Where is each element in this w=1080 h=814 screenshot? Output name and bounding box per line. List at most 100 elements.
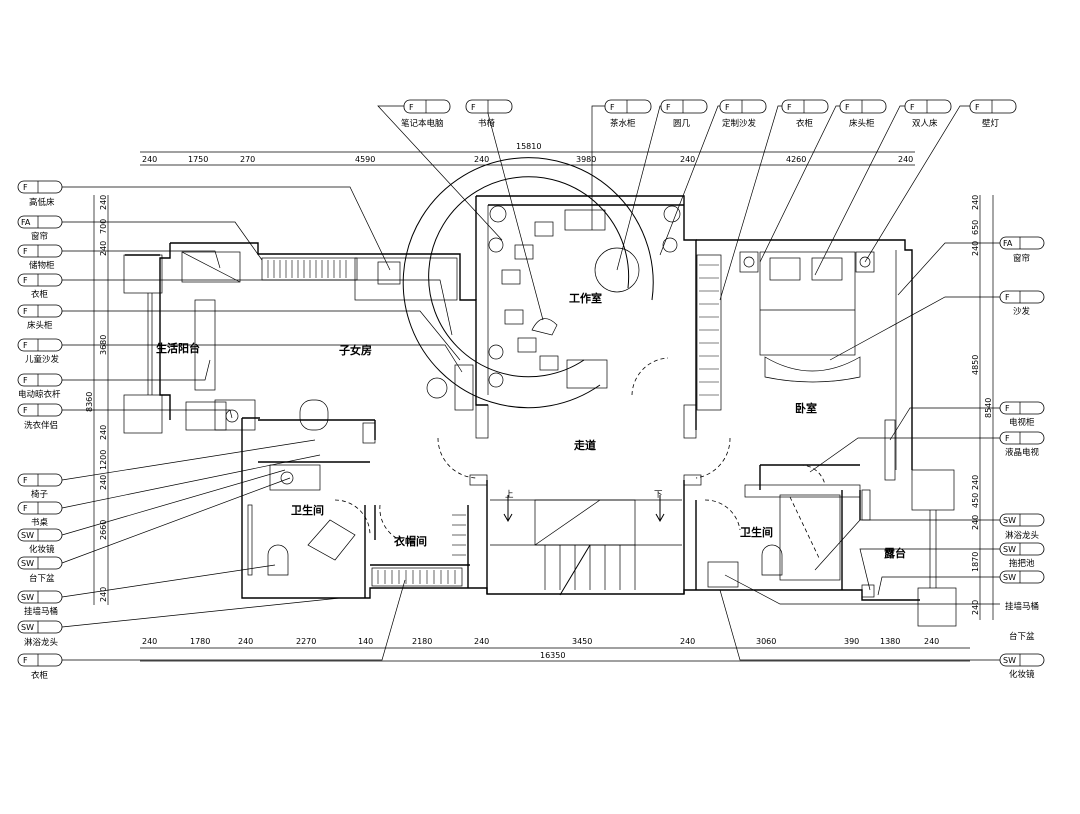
tag-label: 洗衣伴侣 xyxy=(24,420,58,431)
tag-code: SW xyxy=(21,531,34,540)
tag-code: F xyxy=(23,376,28,385)
dim-bottom: 1780 xyxy=(190,637,210,646)
dim-left: 240 xyxy=(99,425,108,440)
tag-left-shower-faucet: SW 淋浴龙头 xyxy=(17,620,63,648)
tag-code: F xyxy=(23,276,28,285)
tag-label: 挂墙马桶 xyxy=(1005,601,1039,612)
dim-top: 240 xyxy=(474,155,489,164)
tag-left-undercounter-basin: SW 台下盆 xyxy=(17,556,63,584)
dim-bottom: 1380 xyxy=(880,637,900,646)
dim-top: 3980 xyxy=(576,155,596,164)
room-label-closet: 衣帽间 xyxy=(394,534,427,548)
tag-code: F xyxy=(23,307,28,316)
dim-right: 450 xyxy=(971,493,980,508)
tag-label: 化妆镜 xyxy=(29,544,55,555)
tag-label: 衣柜 xyxy=(796,118,814,129)
dim-left: 700 xyxy=(99,219,108,234)
tag-left-bunk-bed: F 高低床 xyxy=(17,180,63,208)
tag-label: 书桌 xyxy=(31,517,49,528)
dim-top: 270 xyxy=(240,155,255,164)
tag-label: 台下盆 xyxy=(1009,631,1035,642)
dim-top: 4590 xyxy=(355,155,375,164)
tag-code: SW xyxy=(21,623,34,632)
dim-bottom: 3450 xyxy=(572,637,592,646)
tag-left-desk: F 书桌 xyxy=(17,501,63,528)
tag-label: 衣柜 xyxy=(31,670,49,681)
tag-left-vanity-mirror: SW 化妆镜 xyxy=(17,528,63,555)
tags-right: FA 窗帘 F 沙发 F 电视柜 F 液晶电视 SW 淋浴龙头 xyxy=(999,236,1045,680)
dim-bottom: 240 xyxy=(474,637,489,646)
tag-label: 书椅 xyxy=(478,118,496,129)
tag-label: 双人床 xyxy=(912,118,938,129)
dim-left: 240 xyxy=(99,195,108,210)
tag-right-mop-sink: SW 拖把池 xyxy=(999,542,1045,569)
tag-label: 沙发 xyxy=(1013,306,1031,317)
tag-code: F xyxy=(23,341,28,350)
tag-code: F xyxy=(1005,404,1010,413)
dim-bottom: 2180 xyxy=(412,637,432,646)
dim-left: 2660 xyxy=(99,520,108,540)
tag-label: 台下盆 xyxy=(29,573,55,584)
tags-left: F 高低床 FA 窗帘 F 储物柜 F 衣柜 F 床头柜 xyxy=(17,180,63,681)
dim-bottom: 240 xyxy=(924,637,939,646)
dim-bottom-total: 16350 xyxy=(540,651,565,660)
dim-left: 1200 xyxy=(99,450,108,470)
tag-code: F xyxy=(787,103,792,112)
dim-right: 240 xyxy=(971,475,980,490)
dim-bottom: 3060 xyxy=(756,637,776,646)
tag-top-nightstand: F 床头柜 xyxy=(839,99,887,129)
dim-right: 1870 xyxy=(971,552,980,572)
room-label-bath-right: 卫生间 xyxy=(740,525,773,539)
dim-bottom: 390 xyxy=(844,637,859,646)
tag-top-round-table: F 圆几 xyxy=(660,99,708,129)
tag-top-custom-sofa: F 定制沙发 xyxy=(719,99,767,129)
room-label-bedroom: 卧室 xyxy=(795,401,817,415)
tag-code: F xyxy=(471,103,476,112)
tag-code: F xyxy=(1005,293,1010,302)
tag-code: FA xyxy=(1003,239,1013,248)
tag-label: 衣柜 xyxy=(31,289,49,300)
tag-label: 茶水柜 xyxy=(610,118,636,129)
dim-top: 240 xyxy=(680,155,695,164)
tag-left-wardrobe-2: F 衣柜 xyxy=(17,653,63,681)
dim-left: 240 xyxy=(99,475,108,490)
tag-left-curtain: FA 窗帘 xyxy=(17,215,63,242)
tag-label: 壁灯 xyxy=(982,118,1000,129)
tag-code: SW xyxy=(21,593,34,602)
tag-code: F xyxy=(409,103,414,112)
tag-left-wall-toilet: SW 挂墙马桶 xyxy=(17,590,63,617)
tag-right-wall-toilet: SW 挂墙马桶 xyxy=(999,570,1045,612)
room-label-corridor: 走道 xyxy=(573,438,596,452)
dim-top-total: 15810 xyxy=(516,142,541,151)
dim-bottom: 2270 xyxy=(296,637,316,646)
tag-top-double-bed: F 双人床 xyxy=(904,99,952,129)
room-label-balcony: 生活阳台 xyxy=(156,341,200,355)
tag-right-curtain: FA 窗帘 xyxy=(999,236,1045,264)
leader-lines xyxy=(61,105,1005,661)
tag-top-tea-cabinet: F 茶水柜 xyxy=(604,99,652,129)
tag-code: F xyxy=(23,406,28,415)
room-labels: 工作室 子女房 生活阳台 卧室 走道 卫生间 卫生间 衣帽间 露台 上 下 xyxy=(156,291,906,560)
tag-code: F xyxy=(1005,434,1010,443)
fixtures xyxy=(181,157,896,598)
stair-up-label: 上 xyxy=(505,490,514,500)
tag-left-wardrobe: F 衣柜 xyxy=(17,273,63,300)
tag-right-sofa: F 沙发 xyxy=(999,290,1045,317)
tag-left-laundry-companion: F 洗衣伴侣 xyxy=(17,403,63,431)
tag-label: 挂墙马桶 xyxy=(24,606,58,617)
tag-code: F xyxy=(666,103,671,112)
tag-label: 儿童沙发 xyxy=(25,354,60,365)
tag-code: SW xyxy=(1003,545,1016,554)
tag-label: 电视柜 xyxy=(1009,417,1035,428)
tag-code: SW xyxy=(1003,516,1016,525)
tag-code: SW xyxy=(1003,656,1016,665)
dim-bottom: 240 xyxy=(142,637,157,646)
dim-bottom: 140 xyxy=(358,637,373,646)
dimension-labels: 15810 240 1750 270 4590 240 3980 240 426… xyxy=(85,142,993,660)
tag-top-desk-chair: F 书椅 xyxy=(465,99,513,129)
tag-code: F xyxy=(610,103,615,112)
tag-label: 储物柜 xyxy=(29,260,55,271)
tag-right-vanity-mirror: SW 化妆镜 xyxy=(999,653,1045,680)
dim-left: 3680 xyxy=(99,335,108,355)
tag-label: 笔记本电脑 xyxy=(401,118,444,129)
